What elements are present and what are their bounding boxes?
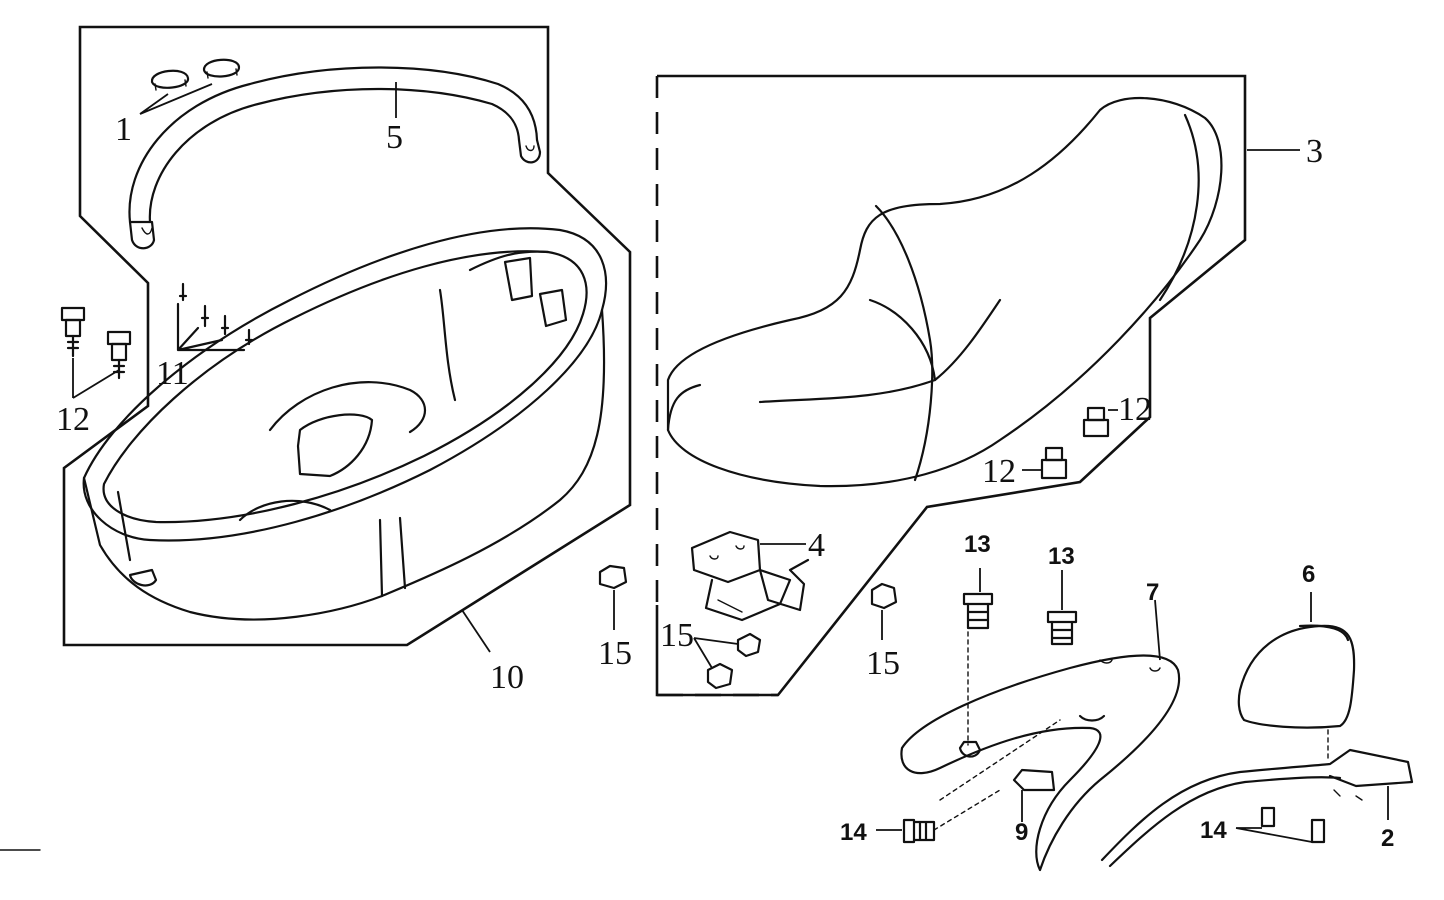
- callout-6: 6: [1302, 561, 1315, 588]
- callout-4: 4: [808, 527, 825, 564]
- callout-1-lead: [139, 83, 213, 115]
- rubber-cap-part-1: [150, 58, 241, 91]
- grab-rail-part-5: [128, 66, 542, 250]
- bolts-part-13: [962, 568, 1078, 746]
- callout-12-seat-lower: 12: [982, 453, 1016, 490]
- callout-7: 7: [1146, 579, 1159, 606]
- callout-10: 10: [490, 659, 524, 696]
- luggage-box-part-10: [82, 227, 608, 653]
- small-screws-part-11: [176, 282, 254, 352]
- screws-part-14: [876, 789, 1326, 844]
- seat-part-3: [666, 96, 1300, 488]
- callout-11: 11: [156, 355, 189, 392]
- callout-15-left: 15: [598, 635, 632, 672]
- callout-15-right: 15: [866, 645, 900, 682]
- callout-3: 3: [1306, 133, 1323, 170]
- rubber-pad-part-9: [939, 719, 1061, 822]
- callout-1: 1: [115, 111, 132, 148]
- callout-15-hinge: 15: [660, 617, 694, 654]
- callout-2: 2: [1381, 825, 1394, 852]
- bolts-part-12-left: [60, 306, 132, 399]
- seat-hinge-part-4: [690, 530, 810, 622]
- callout-13-right: 13: [1048, 543, 1075, 570]
- callout-13-left: 13: [964, 531, 991, 558]
- rear-rack-part-7: [900, 599, 1181, 872]
- callout-12-seat-upper: 12: [1118, 391, 1152, 428]
- backrest-bracket-part-2: [1100, 748, 1414, 868]
- callout-9: 9: [1015, 819, 1028, 846]
- nuts-part-15: [598, 564, 898, 690]
- callout-14-right: 14: [1200, 817, 1227, 844]
- backrest-part-6: [1237, 592, 1356, 761]
- callout-12-left: 12: [56, 401, 90, 438]
- callout-5: 5: [386, 119, 403, 156]
- callout-14-left: 14: [840, 819, 867, 846]
- bolts-part-12-seat: [1022, 406, 1118, 480]
- group-frame-storage-box: [62, 25, 632, 647]
